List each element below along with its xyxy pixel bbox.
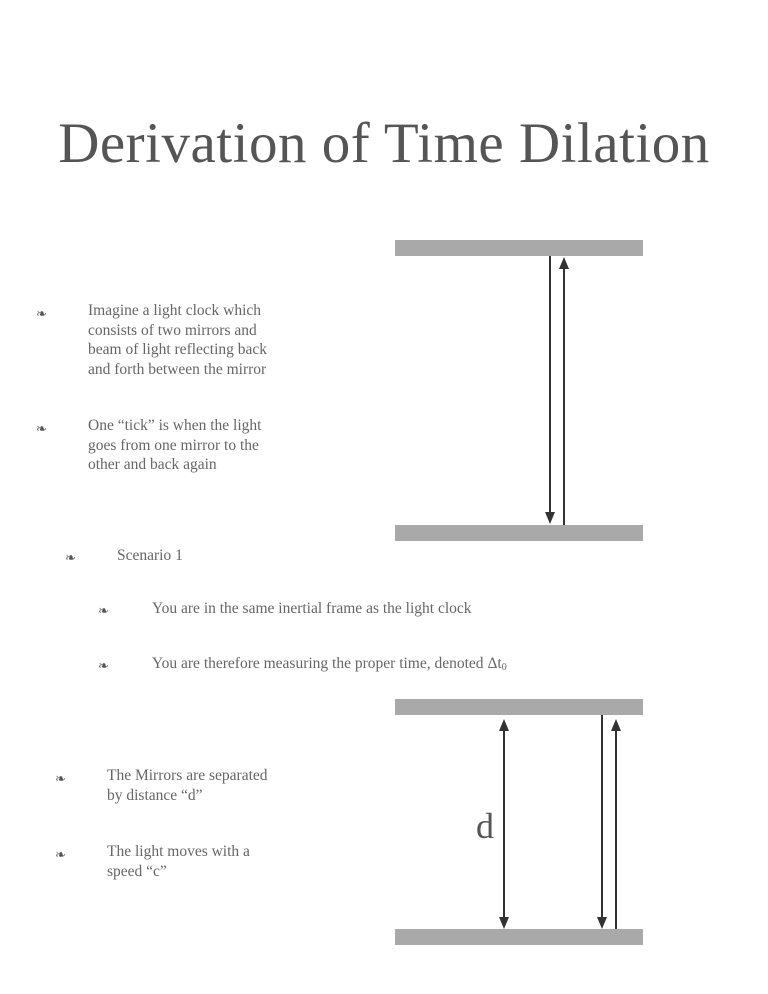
text-line: The Mirrors are separated [107,767,268,784]
subscript-zero: 0 [501,662,507,673]
bullet-icon: ❧ [55,847,66,862]
light-beam-up [615,730,617,929]
sub-bullet-inertial-frame: You are in the same inertial frame as th… [152,600,472,617]
bullet-icon: ❧ [98,658,109,673]
text-line: consists of two mirrors and [88,321,257,339]
text-line: speed “c” [107,862,167,880]
bullet-icon: ❧ [36,306,47,321]
distance-label: d [476,806,494,846]
text-line: One “tick” is when the light [88,417,262,434]
delta-t-symbol: Δt [487,655,502,672]
bullet-icon: ❧ [65,550,76,565]
scenario-heading: Scenario 1 [117,547,183,564]
text-line: other and back again [88,456,217,473]
light-beam-down [601,715,603,917]
bottom-mirror [395,929,643,945]
bullet-icon: ❧ [98,603,109,618]
bottom-mirror [395,525,643,541]
bullet-text-speed: The light moves with a speed “c” [107,842,250,881]
text-line: and forth between the mirror [88,360,267,378]
bullet-icon: ❧ [55,771,66,786]
arrow-up-icon [559,257,569,269]
page-title: Derivation of Time Dilation [58,112,710,175]
text-line: Imagine a light clock which [88,302,262,319]
bullet-text-light-clock: Imagine a light clock which consists of … [88,301,267,379]
text-line: goes from one mirror to the [88,436,259,454]
distance-line [503,730,505,918]
text-line: beam of light reflecting back [88,341,268,358]
bullet-text-tick: One “tick” is when the light goes from o… [88,416,261,475]
light-beam-down [549,256,551,513]
arrow-down-icon [499,917,509,929]
arrow-up-icon [499,719,509,731]
arrow-up-icon [611,719,621,731]
text-line: by distance “d” [107,786,203,804]
light-beam-up [563,268,565,525]
arrow-down-icon [545,512,555,524]
bullet-icon: ❧ [36,421,47,436]
arrow-down-icon [597,917,607,929]
sub-bullet-proper-time: You are therefore measuring the proper t… [152,654,507,678]
bullet-text-distance: The Mirrors are separated by distance “d… [107,766,268,805]
top-mirror [395,699,643,715]
top-mirror [395,240,643,256]
text-line: The light moves with a [107,843,250,860]
text-line: You are therefore measuring the proper t… [152,655,488,672]
